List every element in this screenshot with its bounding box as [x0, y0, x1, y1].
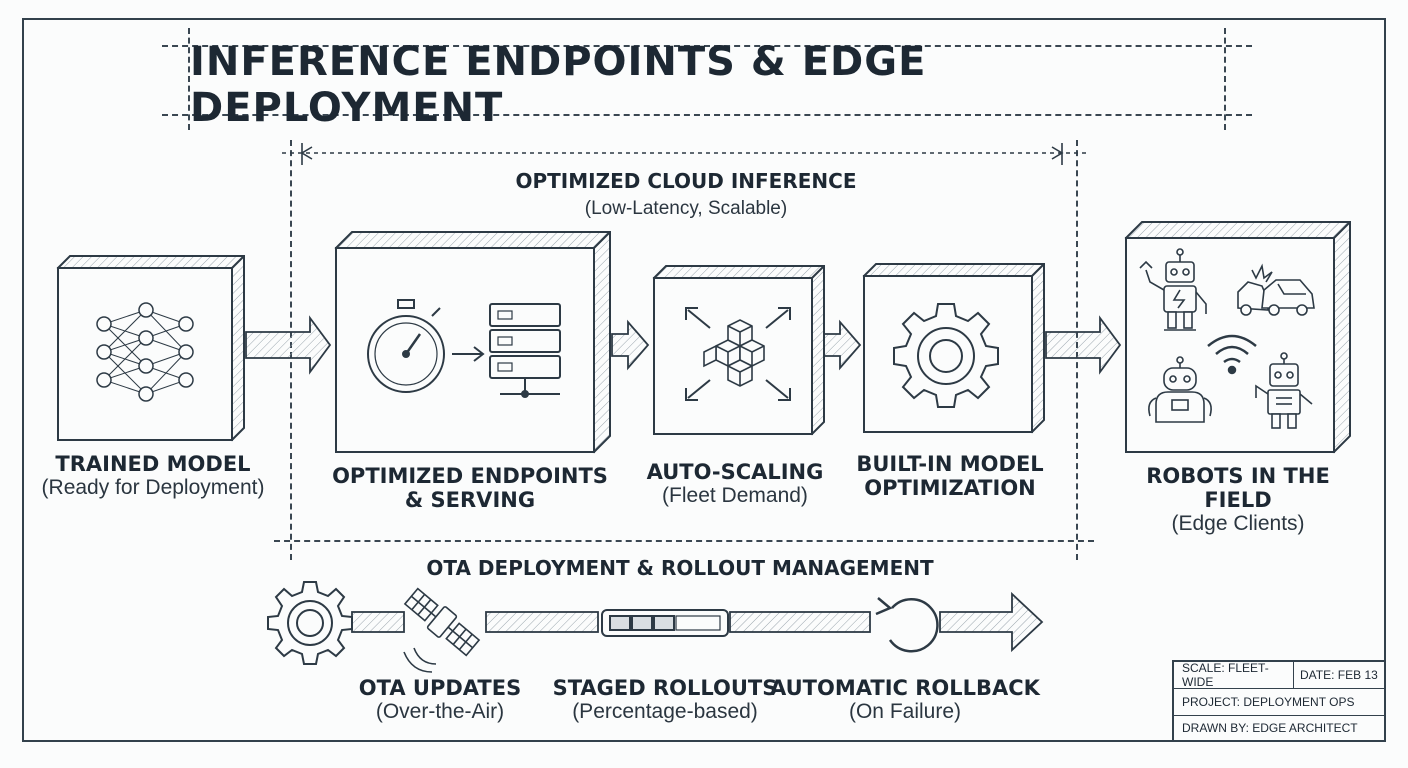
ota-title: OTA DEPLOYMENT & ROLLOUT MANAGEMENT — [426, 556, 934, 580]
ota-flow-bar — [351, 591, 1044, 653]
stage-title-line1: BUILT-IN MODEL — [856, 452, 1044, 476]
stage-title: AUTO-SCALING — [646, 460, 824, 484]
flow-arrow-3 — [823, 319, 862, 371]
title-top-rule — [162, 45, 1252, 47]
ota-step-subtitle: (On Failure) — [848, 700, 962, 724]
stage-subtitle: (Fleet Demand) — [662, 484, 808, 508]
stage-auto-scaling-label: AUTO-SCALING (Fleet Demand) — [630, 460, 840, 508]
rollback-icon — [875, 597, 939, 653]
arrow-right-icon — [452, 346, 485, 362]
title-left-rule — [188, 28, 190, 130]
cloud-dimension-line — [282, 143, 1090, 165]
ota-step-rollback-label: AUTOMATIC ROLLBACK (On Failure) — [770, 676, 1040, 724]
ota-step-updates-label: OTA UPDATES (Over-the-Air) — [340, 676, 540, 724]
ota-step-title: AUTOMATIC ROLLBACK — [770, 676, 1040, 700]
car-crash-icon — [1237, 263, 1315, 316]
trained-model-box — [56, 255, 245, 442]
title-block-drawn-by: DRAWN BY: EDGE ARCHITECT — [1182, 721, 1358, 735]
stage-title: TRAINED MODEL — [55, 452, 251, 476]
drawing-frame — [22, 18, 1386, 742]
flow-arrow-2 — [611, 319, 650, 371]
robot-small-icon — [1255, 352, 1313, 429]
progress-bar-icon — [601, 609, 729, 637]
title-block: SCALE: FLEET-WIDE DATE: FEB 13 PROJECT: … — [1172, 660, 1386, 742]
server-stack-icon — [489, 303, 561, 398]
title-block-row-scale: SCALE: FLEET-WIDE DATE: FEB 13 — [1174, 661, 1384, 689]
gear-icon — [893, 303, 999, 408]
flow-arrow-1 — [245, 315, 332, 375]
cloud-title: OPTIMIZED CLOUD INFERENCE — [515, 169, 857, 193]
cloud-bottom-border — [274, 540, 1094, 542]
robot-arm-icon — [1139, 248, 1207, 331]
robot-round-icon — [1148, 356, 1212, 423]
satellite-icon — [403, 587, 481, 673]
stage-title-line2: OPTIMIZATION — [864, 476, 1036, 501]
stage-subtitle: (Edge Clients) — [1171, 512, 1305, 536]
title-block-date: DATE: FEB 13 — [1300, 668, 1378, 682]
ota-step-subtitle: (Percentage-based) — [572, 700, 758, 724]
ota-step-subtitle: (Over-the-Air) — [375, 700, 505, 724]
scaling-cubes-icon — [685, 307, 791, 401]
stage-title-line1: OPTIMIZED ENDPOINTS — [332, 464, 608, 488]
title-right-rule — [1224, 28, 1226, 130]
ota-step-staged-label: STAGED ROLLOUTS (Percentage-based) — [540, 676, 790, 724]
stage-title: ROBOTS IN THE FIELD — [1146, 464, 1330, 513]
cloud-subtitle: (Low-Latency, Scalable) — [584, 198, 788, 219]
title-block-scale: SCALE: FLEET-WIDE — [1174, 661, 1294, 689]
stage-robots-label: ROBOTS IN THE FIELD (Edge Clients) — [1110, 464, 1366, 536]
flow-arrow-4 — [1045, 315, 1122, 375]
stage-optimization-label: BUILT-IN MODEL OPTIMIZATION — [840, 452, 1060, 500]
title-block-project: PROJECT: DEPLOYMENT OPS — [1174, 689, 1384, 716]
stage-trained-model-label: TRAINED MODEL (Ready for Deployment) — [30, 452, 276, 500]
ota-step-title: STAGED ROLLOUTS — [552, 676, 778, 700]
wifi-signal-icon — [1207, 334, 1257, 375]
stage-subtitle: (Ready for Deployment) — [41, 476, 265, 500]
title-bottom-rule — [162, 114, 1252, 116]
stopwatch-icon — [367, 299, 445, 393]
stage-endpoints-label: OPTIMIZED ENDPOINTS & SERVING — [320, 464, 620, 512]
ota-gear-icon — [267, 581, 353, 665]
stage-title-line2: & SERVING — [404, 488, 536, 513]
ota-step-title: OTA UPDATES — [358, 676, 522, 700]
neural-network-icon — [96, 302, 194, 402]
